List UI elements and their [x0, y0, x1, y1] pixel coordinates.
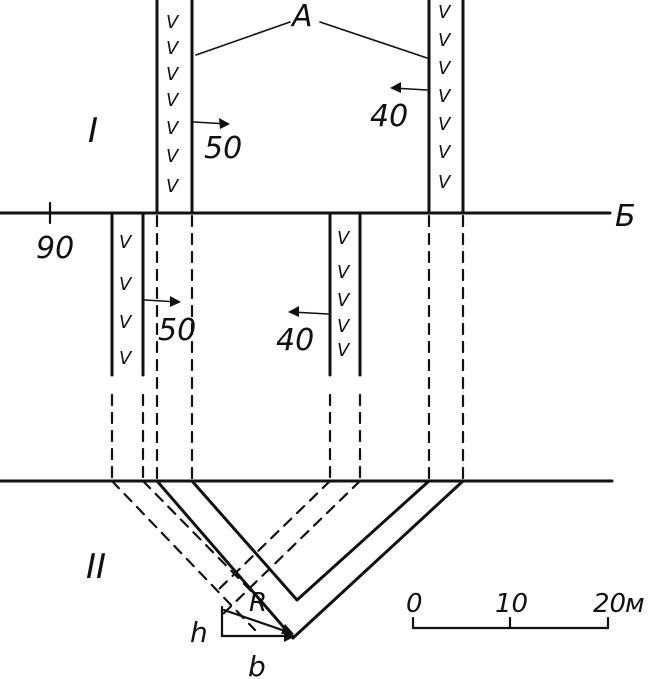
dip-label-lower-left: 50 [158, 313, 196, 348]
vein-label: А [290, 0, 313, 34]
line-b-label: Б [615, 199, 636, 234]
elevation-label: 90 [36, 231, 74, 266]
dip-arrow-upper-right [390, 82, 428, 93]
section-i-label: I [88, 111, 98, 151]
vein-mark: V [119, 274, 133, 295]
vein-mark: V [119, 312, 133, 333]
vein-mark: V [337, 228, 351, 249]
vein-mark: V [337, 290, 351, 311]
label-b: b [248, 650, 266, 679]
scale-unit: м [625, 589, 645, 619]
vein-mark: V [438, 142, 452, 163]
vein-lower-left: V V V V [110, 211, 145, 482]
vein-mark: V [166, 64, 180, 85]
dip-arrow-lower-right [288, 306, 329, 317]
label-h: h [190, 616, 208, 649]
section-ii-label: II [86, 547, 106, 587]
vein-mark: V [438, 2, 452, 23]
vein-mark: V [166, 38, 180, 59]
vein-mark: V [337, 316, 351, 337]
vein-mark: V [166, 12, 180, 33]
scale-tick-0: 0 [406, 589, 423, 619]
vein-leader-right [319, 21, 428, 59]
vein-upper-projection [155, 214, 465, 482]
vein-mark: V [166, 146, 180, 167]
vein-mark: V [438, 86, 452, 107]
vein-mark: V [166, 176, 180, 197]
vein-section-solid [155, 479, 465, 640]
vein-mark: V [438, 58, 452, 79]
vein-leader-left [195, 21, 291, 56]
dip-label-lower-right: 40 [276, 323, 314, 358]
vein-mark: V [337, 340, 351, 361]
dip-arrow-upper-left [193, 118, 230, 129]
vein-mark: V [337, 262, 351, 283]
vein-mark: V [438, 30, 452, 51]
vein-mark: V [119, 232, 133, 253]
label-r: R [249, 588, 267, 618]
dip-label-upper-right: 40 [370, 99, 408, 134]
scale-bar: 0 10 20 м [406, 589, 645, 630]
vein-mark: V [166, 118, 180, 139]
vein-mark: V [119, 348, 133, 369]
scale-tick-10: 10 [495, 589, 528, 619]
displacement-vectors [220, 605, 296, 642]
vein-section-dashed [110, 479, 362, 632]
vein-upper-left: V V V V V V V [155, 0, 194, 215]
scale-tick-20: 20 [593, 589, 626, 619]
dip-arrow-lower-left [144, 296, 181, 307]
dip-label-upper-left: 50 [204, 131, 242, 166]
vein-mark: V [166, 90, 180, 111]
vein-upper-right: V V V V V V V [427, 0, 465, 215]
vein-mark: V [438, 114, 452, 135]
vein-lower-right: V V V V V [328, 211, 362, 482]
vein-mark: V [438, 172, 452, 193]
